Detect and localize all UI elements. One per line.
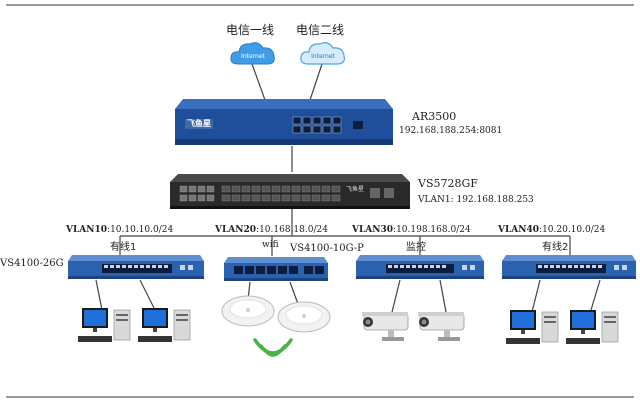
router-ar3500[interactable]: 飞鱼星 bbox=[175, 97, 393, 147]
wireless-ap-2-icon bbox=[277, 301, 331, 333]
internet-cloud-2-icon: Internet bbox=[300, 42, 345, 65]
vlan20-label: VLAN20:10.168.18.0/24 bbox=[215, 225, 328, 235]
vlan40-label: VLAN40:10.20.10.0/24 bbox=[498, 225, 606, 235]
poe-switch-vlan20-icon[interactable] bbox=[224, 256, 328, 282]
isp-line2-label: 电信二线 bbox=[296, 23, 345, 37]
pc-1-icon bbox=[78, 308, 131, 342]
camera-1-icon bbox=[362, 312, 409, 341]
vlan30-label: VLAN30:10.198.168.0/24 bbox=[352, 225, 471, 235]
camera-2-icon bbox=[418, 312, 465, 341]
core-switch-device-icon bbox=[170, 174, 410, 209]
isp-line1-label: 电信一线 bbox=[226, 23, 275, 37]
wifi-signal-icon bbox=[253, 338, 293, 357]
internet-cloud-1-icon: Internet bbox=[230, 42, 275, 65]
group-label-wired2: 有线2 bbox=[542, 242, 569, 253]
wireless-ap-1-icon bbox=[221, 295, 275, 327]
group-label-monitor: 监控 bbox=[406, 242, 426, 253]
svg-text:Internet: Internet bbox=[311, 53, 335, 60]
access-switch-model-label: VS4100-26G bbox=[0, 258, 64, 269]
router-ip-label: 192.168.188.254:8081 bbox=[399, 126, 503, 136]
pc-4-icon bbox=[566, 310, 619, 344]
router-device-icon bbox=[175, 99, 393, 145]
vlan10-label: VLAN10:10.10.10.0/24 bbox=[66, 225, 174, 235]
poe-switch-model-label: VS4100-10G-P bbox=[290, 243, 364, 254]
access-switch-vlan10-icon[interactable] bbox=[68, 254, 204, 280]
group-label-wifi: wifi bbox=[262, 240, 279, 250]
pc-2-icon bbox=[138, 308, 191, 342]
svg-text:Internet: Internet bbox=[241, 53, 265, 60]
group-label-wired1: 有线1 bbox=[110, 242, 137, 253]
router-model-label: AR3500 bbox=[412, 110, 457, 123]
access-switch-vlan30-icon[interactable] bbox=[356, 254, 484, 280]
top-border bbox=[6, 4, 634, 6]
core-switch-ip-label: VLAN1: 192.168.188.253 bbox=[418, 195, 534, 205]
core-switch-vs5728gf[interactable]: 飞鱼星 bbox=[170, 172, 410, 210]
core-switch-model-label: VS5728GF bbox=[418, 177, 478, 190]
core-switch-brand-logo: 飞鱼星 bbox=[346, 186, 365, 193]
router-brand-logo: 飞鱼星 bbox=[187, 119, 211, 128]
pc-3-icon bbox=[506, 310, 559, 344]
bottom-border bbox=[6, 396, 634, 398]
access-switch-vlan40-icon[interactable] bbox=[502, 254, 636, 280]
